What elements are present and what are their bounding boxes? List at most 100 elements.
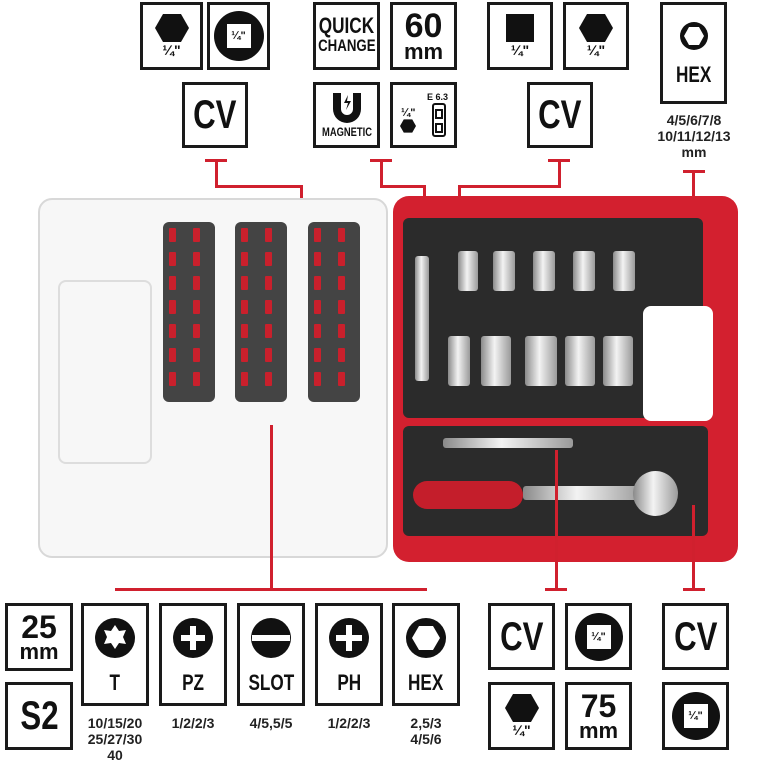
leader-line <box>555 450 558 590</box>
square-drive-icon: ¼" <box>574 612 623 661</box>
bit <box>193 252 200 266</box>
bit <box>338 348 345 362</box>
bit <box>193 348 200 362</box>
leader-line <box>683 588 705 591</box>
bit <box>193 276 200 290</box>
bit <box>169 276 176 290</box>
hex-socket-sizes: 4/5/6/7/8 10/11/12/13 mm <box>657 112 731 160</box>
pozidriv-icon <box>173 617 213 658</box>
magnet-icon <box>332 93 361 123</box>
hexagon-icon <box>579 14 613 42</box>
red-socket-case <box>393 196 738 562</box>
e63-standard-badge: E 6.3 ¼" <box>390 82 457 148</box>
magnetic-badge: MAGNETIC <box>313 82 380 148</box>
bit <box>241 348 248 362</box>
transparent-bit-case <box>38 198 388 558</box>
bit <box>314 324 321 338</box>
leader-line <box>215 185 303 188</box>
pz-sizes: 1/2/2/3 <box>171 715 215 731</box>
bit <box>265 372 272 386</box>
bit <box>193 324 200 338</box>
bit <box>241 300 248 314</box>
leader-line <box>270 425 273 590</box>
square-drive-icon: ¼" <box>671 692 720 740</box>
hex-drive-badge: ¼" <box>563 2 629 70</box>
cv-badge: CV <box>527 82 593 148</box>
bit <box>338 252 345 266</box>
torx-icon <box>95 617 135 658</box>
bit <box>314 276 321 290</box>
cv-badge: CV <box>182 82 248 148</box>
bit <box>314 228 321 242</box>
bit <box>169 228 176 242</box>
bit <box>338 372 345 386</box>
bit <box>193 228 200 242</box>
bit <box>265 228 272 242</box>
bit-type-slot: SLOT <box>237 603 305 706</box>
hex-socket-icon <box>679 22 708 50</box>
bit <box>265 348 272 362</box>
leader-line <box>558 159 561 187</box>
slotted-icon <box>251 617 291 658</box>
bit <box>265 324 272 338</box>
ph-sizes: 1/2/2/3 <box>327 715 371 731</box>
bit <box>314 372 321 386</box>
bit-type-hex: HEX <box>392 603 460 706</box>
square-drive-badge: ¼" <box>487 2 553 70</box>
leader-line <box>115 588 427 591</box>
phillips-icon <box>329 617 369 658</box>
bit <box>241 276 248 290</box>
bit <box>169 300 176 314</box>
square-drive-badge: ¼" <box>565 603 632 670</box>
square-drive-badge: ¼" <box>207 2 270 70</box>
square-icon <box>506 14 534 42</box>
bit <box>314 348 321 362</box>
hexagon-icon <box>400 119 417 133</box>
hexagon-icon <box>504 694 539 722</box>
quick-change-badge: QUICK CHANGE <box>313 2 380 70</box>
cv-badge: CV <box>488 603 555 670</box>
bit <box>169 372 176 386</box>
bit <box>193 300 200 314</box>
bit-length-badge: 25 mm <box>5 603 73 671</box>
bit <box>265 276 272 290</box>
bit <box>338 276 345 290</box>
bit <box>338 300 345 314</box>
bit <box>241 372 248 386</box>
leader-line <box>458 185 561 188</box>
bit-type-pz: PZ <box>159 603 227 706</box>
leader-line <box>380 185 425 188</box>
bit <box>193 372 200 386</box>
leader-line <box>380 159 383 187</box>
hex-shank-badge: ¼" <box>140 2 203 70</box>
bit <box>241 252 248 266</box>
bit <box>314 300 321 314</box>
square-drive-badge: ¼" <box>662 682 729 750</box>
bit <box>169 348 176 362</box>
slot-sizes: 4/5,5/5 <box>249 715 293 731</box>
bit <box>314 252 321 266</box>
hexagon-icon <box>154 14 189 42</box>
hex-bit-icon <box>406 617 446 658</box>
bit-shank-icon <box>431 103 446 137</box>
cv-badge: CV <box>662 603 729 670</box>
bit <box>265 300 272 314</box>
hex-drive-badge: ¼" <box>488 682 555 750</box>
bit <box>241 324 248 338</box>
length-75mm-badge: 75 mm <box>565 682 632 750</box>
leader-line <box>215 159 218 187</box>
bit <box>338 324 345 338</box>
bit-type-ph: PH <box>315 603 383 706</box>
leader-line <box>692 505 695 590</box>
leader-line <box>545 588 567 591</box>
bit <box>169 324 176 338</box>
bit <box>241 228 248 242</box>
hex-socket-badge: HEX <box>660 2 727 104</box>
bit <box>338 228 345 242</box>
square-drive-icon: ¼" <box>213 11 264 61</box>
s2-steel-badge: S2 <box>5 682 73 750</box>
bit <box>265 252 272 266</box>
